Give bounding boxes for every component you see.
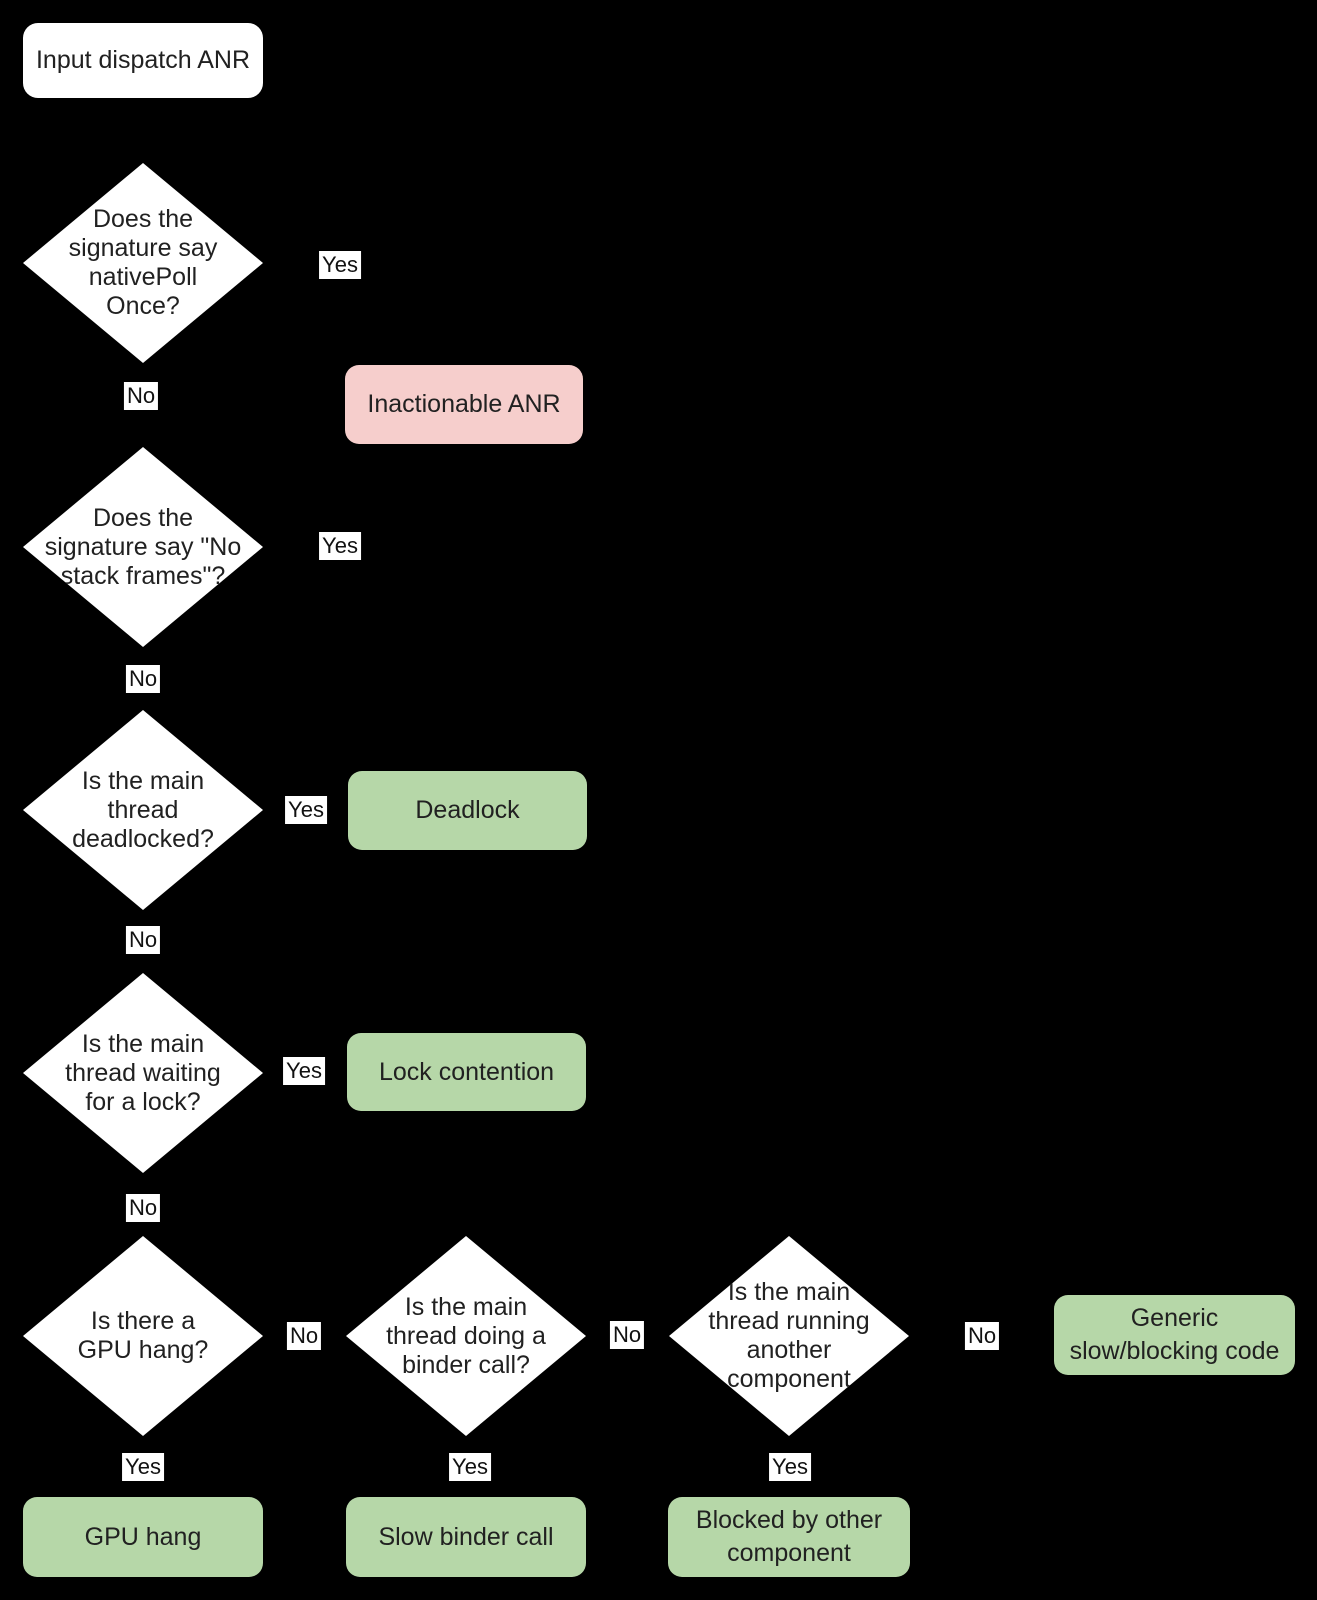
label-yes-deadlocked: Yes xyxy=(285,796,327,824)
outcome-gpu-hang-box: GPU hang xyxy=(23,1497,263,1577)
start-node-input-dispatch-anr: Input dispatch ANR xyxy=(23,23,263,98)
label-no-waiting-for-lock: No xyxy=(125,1194,161,1222)
label-yes-waiting-for-lock: Yes xyxy=(283,1057,325,1085)
label-yes-no-stack-frames: Yes xyxy=(319,532,361,560)
label-yes-nativepollonce: Yes xyxy=(319,251,361,279)
label-no-gpu-hang: No xyxy=(286,1322,322,1350)
label-no-nativepollonce: No xyxy=(123,382,159,410)
label-no-no-stack-frames: No xyxy=(125,665,161,693)
outcome-generic-slow-blocking-box: Generic slow/blocking code xyxy=(1054,1295,1295,1375)
label-no-deadlocked: No xyxy=(125,926,161,954)
outcome-deadlock-box: Deadlock xyxy=(348,771,587,850)
label-yes-binder-call: Yes xyxy=(449,1453,491,1481)
outcome-inactionable-anr-box: Inactionable ANR xyxy=(345,365,583,444)
outcome-slow-binder-call-box: Slow binder call xyxy=(346,1497,586,1577)
label-no-running-another-component: No xyxy=(964,1322,1000,1350)
outcome-blocked-by-other-component-box: Blocked by other component xyxy=(668,1497,910,1577)
label-yes-gpu-hang: Yes xyxy=(122,1453,164,1481)
outcome-lock-contention-box: Lock contention xyxy=(347,1033,586,1111)
label-yes-running-another-component: Yes xyxy=(769,1453,811,1481)
label-no-binder-call: No xyxy=(609,1321,645,1349)
